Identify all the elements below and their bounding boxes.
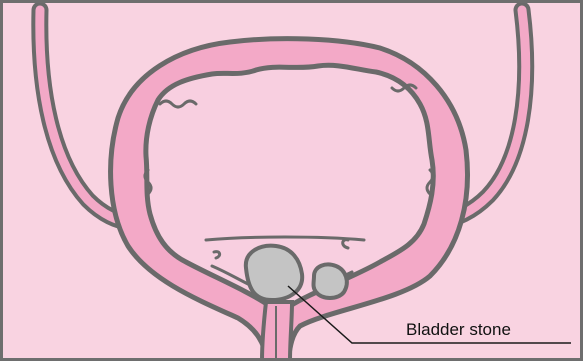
bladder-stone-small: [314, 264, 347, 298]
bladder-stone-label: Bladder stone: [406, 320, 511, 339]
urethra: [262, 302, 292, 361]
